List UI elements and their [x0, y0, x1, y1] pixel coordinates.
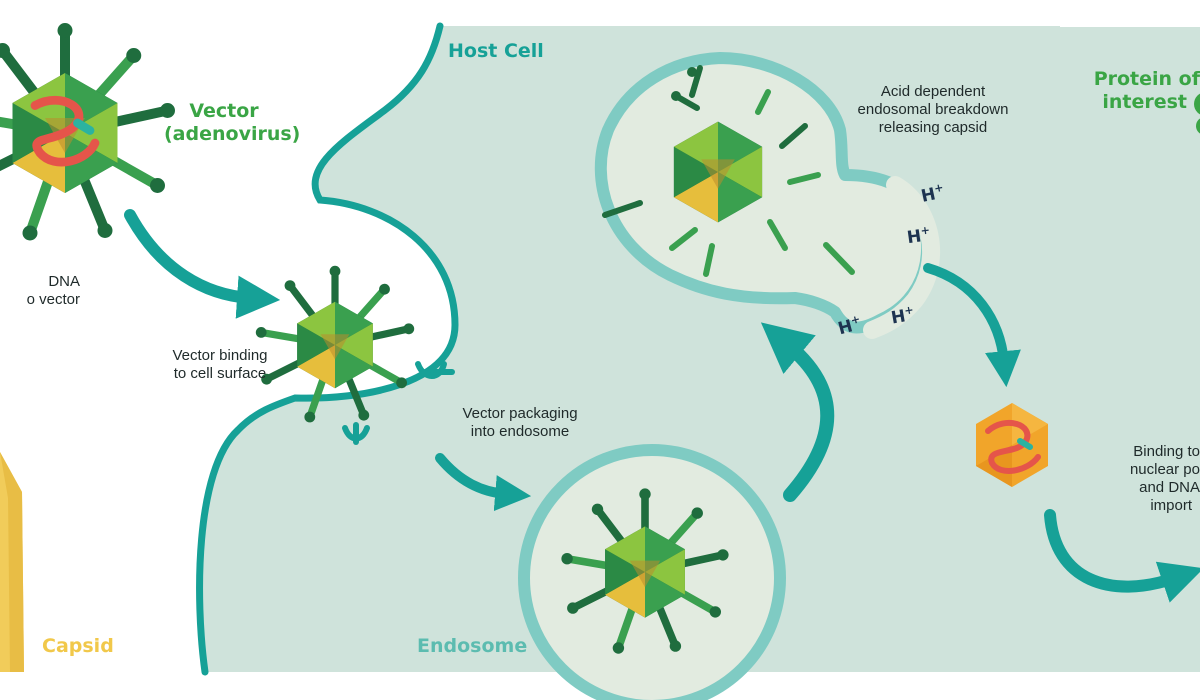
packaging-label: Vector packaging into endosome [445, 405, 595, 441]
capsid-icon [602, 65, 855, 277]
protein-label-line-2: interest [1102, 90, 1187, 113]
adenovirus-icon [0, 23, 175, 241]
vector-label-line-2: (adenovirus) [164, 122, 301, 145]
host-cell-label: Host Cell [448, 40, 544, 62]
nuclear-label-line-3: and DNA [1139, 479, 1200, 496]
binding-label: Vector binding to cell surface [150, 347, 290, 383]
dna-label-line-2: o vector [26, 291, 80, 308]
acid-label-line-3: releasing capsid [878, 119, 988, 136]
dna-vector-label: DNA o vector [0, 273, 80, 309]
capsid-label: Capsid [42, 635, 114, 657]
protein-label-line-1: Protein of [1093, 68, 1200, 90]
protein-icon [1194, 93, 1200, 134]
hydrogen-ion: H+ [905, 223, 931, 249]
acid-label-line-2: endosomal breakdown [857, 101, 1009, 118]
hydrogen-ion: H+ [889, 303, 915, 329]
nuclear-import-label: Binding to nuclear po and DNA import [1100, 443, 1200, 515]
host-cell-membrane [196, 22, 459, 676]
protein-of-interest-label: Protein of interest [1088, 68, 1200, 114]
acid-breakdown-label: Acid dependent endosomal breakdown relea… [838, 83, 1028, 137]
receptor-icon [342, 361, 455, 445]
nuclear-label-line-1: Binding to [1133, 443, 1200, 460]
endosome-label: Endosome [417, 635, 528, 657]
dna-label-line-1: DNA [48, 273, 80, 290]
process-arrow-icon [124, 209, 1200, 603]
vector-label: Vector (adenovirus) [164, 100, 301, 146]
host-cell-cytoplasm [199, 26, 1200, 672]
packaging-label-line-1: Vector packaging [462, 405, 578, 422]
vector-label-line-1: Vector [189, 100, 259, 122]
acid-label-line-1: Acid dependent [880, 83, 986, 100]
nucleocapsid-icon [976, 403, 1048, 487]
packaging-label-line-2: into endosome [470, 423, 570, 440]
nuclear-label-line-4: import [1150, 497, 1192, 514]
nuclear-label-line-2: nuclear po [1129, 461, 1200, 478]
binding-label-line-1: Vector binding [172, 347, 268, 364]
binding-label-line-2: to cell surface [173, 365, 267, 382]
membrane-rupture [863, 176, 941, 339]
